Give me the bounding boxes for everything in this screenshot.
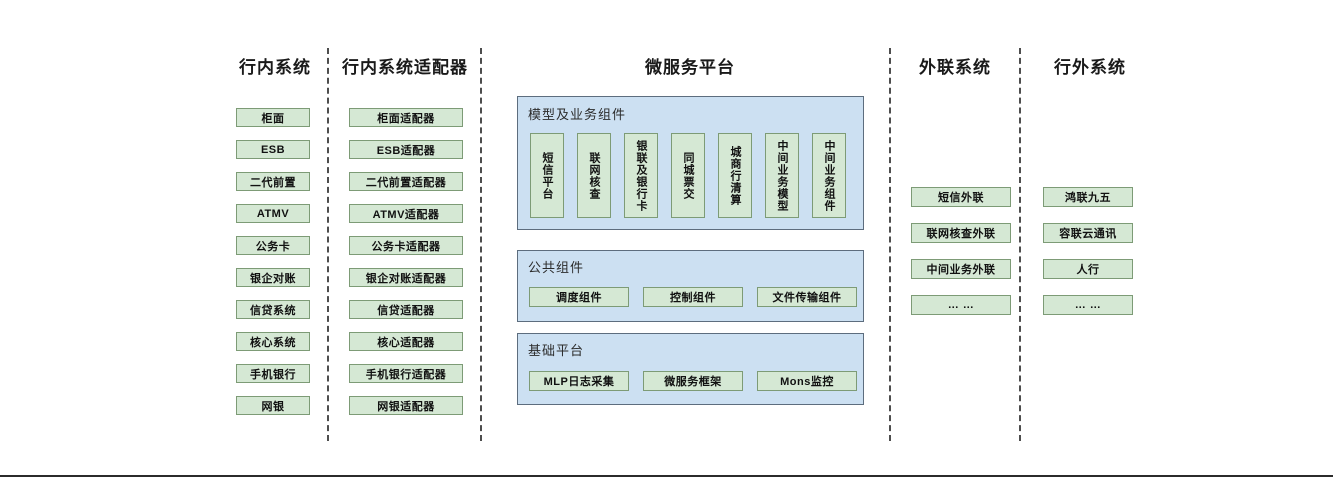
node-internal-system: 手机银行 bbox=[236, 364, 310, 383]
node-internal-system: 公务卡 bbox=[236, 236, 310, 255]
node-model-business-component: 银联及银行卡 bbox=[624, 133, 658, 218]
column-divider-1 bbox=[327, 48, 329, 441]
column-divider-3 bbox=[889, 48, 891, 441]
panel-title-base-platform: 基础平台 bbox=[528, 343, 585, 358]
node-model-business-component: 中间业务组件 bbox=[812, 133, 846, 218]
node-base-platform-component: Mons监控 bbox=[757, 371, 857, 391]
node-model-business-component: 同城票交 bbox=[671, 133, 705, 218]
column-header-internal-adapters: 行内系统适配器 bbox=[342, 58, 468, 77]
node-external-link-system: 中间业务外联 bbox=[911, 259, 1011, 279]
panel-public-components bbox=[517, 250, 864, 322]
node-internal-adapter: 二代前置适配器 bbox=[349, 172, 463, 191]
node-internal-system: 核心系统 bbox=[236, 332, 310, 351]
node-internal-adapter: 核心适配器 bbox=[349, 332, 463, 351]
node-model-business-component: 联网核查 bbox=[577, 133, 611, 218]
node-internal-adapter: 网银适配器 bbox=[349, 396, 463, 415]
node-public-component: 文件传输组件 bbox=[757, 287, 857, 307]
node-outside-bank-system: 鸿联九五 bbox=[1043, 187, 1133, 207]
node-outside-bank-system: 人行 bbox=[1043, 259, 1133, 279]
node-outside-bank-system: … … bbox=[1043, 295, 1133, 315]
column-divider-2 bbox=[480, 48, 482, 441]
column-header-external-link-systems: 外联系统 bbox=[919, 58, 991, 77]
node-internal-system: 银企对账 bbox=[236, 268, 310, 287]
node-internal-system: 柜面 bbox=[236, 108, 310, 127]
node-internal-adapter: 公务卡适配器 bbox=[349, 236, 463, 255]
panel-title-model-business-components: 模型及业务组件 bbox=[528, 107, 627, 122]
node-internal-system: ESB bbox=[236, 140, 310, 159]
node-external-link-system: 短信外联 bbox=[911, 187, 1011, 207]
node-base-platform-component: 微服务框架 bbox=[643, 371, 743, 391]
node-internal-adapter: 银企对账适配器 bbox=[349, 268, 463, 287]
column-divider-4 bbox=[1019, 48, 1021, 441]
node-outside-bank-system: 容联云通讯 bbox=[1043, 223, 1133, 243]
node-internal-adapter: 柜面适配器 bbox=[349, 108, 463, 127]
node-internal-adapter: 手机银行适配器 bbox=[349, 364, 463, 383]
node-public-component: 控制组件 bbox=[643, 287, 743, 307]
node-model-business-component: 城商行清算 bbox=[718, 133, 752, 218]
node-public-component: 调度组件 bbox=[529, 287, 629, 307]
node-internal-system: 网银 bbox=[236, 396, 310, 415]
node-internal-system: 二代前置 bbox=[236, 172, 310, 191]
panel-title-public-components: 公共组件 bbox=[528, 260, 585, 275]
column-header-outside-bank-systems: 行外系统 bbox=[1054, 58, 1126, 77]
node-model-business-component: 短信平台 bbox=[530, 133, 564, 218]
node-external-link-system: 联网核查外联 bbox=[911, 223, 1011, 243]
node-external-link-system: … … bbox=[911, 295, 1011, 315]
column-header-internal-systems: 行内系统 bbox=[239, 58, 311, 77]
page-bottom-rule bbox=[0, 475, 1333, 477]
node-internal-adapter: ATMV适配器 bbox=[349, 204, 463, 223]
column-header-microservice-platform: 微服务平台 bbox=[645, 58, 735, 77]
node-internal-system: ATMV bbox=[236, 204, 310, 223]
node-base-platform-component: MLP日志采集 bbox=[529, 371, 629, 391]
panel-base-platform bbox=[517, 333, 864, 405]
node-model-business-component: 中间业务模型 bbox=[765, 133, 799, 218]
node-internal-system: 信贷系统 bbox=[236, 300, 310, 319]
node-internal-adapter: ESB适配器 bbox=[349, 140, 463, 159]
node-internal-adapter: 信贷适配器 bbox=[349, 300, 463, 319]
